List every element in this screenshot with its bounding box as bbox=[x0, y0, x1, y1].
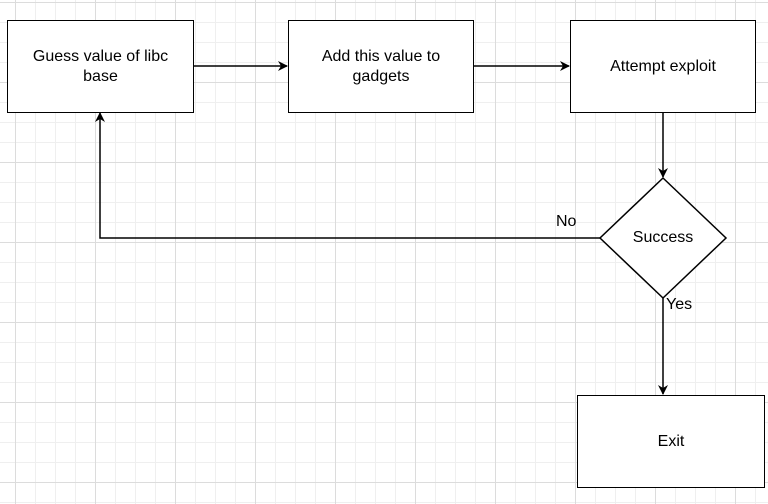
process-attempt-exploit[interactable]: Attempt exploit bbox=[570, 20, 756, 113]
add-label-line2: gadgets bbox=[352, 67, 410, 85]
add-label-line1: Add this value to bbox=[321, 47, 441, 65]
edge-label-no: No bbox=[556, 213, 577, 230]
decision-success-diamond bbox=[598, 176, 728, 300]
process-add-value-to-gadgets[interactable]: Add this value to gadgets bbox=[288, 20, 474, 113]
guess-label-line1: Guess value of libc bbox=[32, 47, 169, 65]
success-label: Success bbox=[632, 229, 694, 246]
arrow-success-no-to-guess bbox=[95, 112, 600, 239]
process-guess-libc-base[interactable]: Guess value of libc base bbox=[7, 20, 194, 113]
guess-label-line2: base bbox=[83, 67, 118, 85]
attempt-label: Attempt exploit bbox=[610, 57, 716, 75]
terminal-exit[interactable]: Exit bbox=[577, 395, 765, 488]
decision-success[interactable]: Success bbox=[600, 178, 726, 298]
edge-label-yes: Yes bbox=[666, 296, 693, 313]
exit-label: Exit bbox=[657, 432, 685, 450]
